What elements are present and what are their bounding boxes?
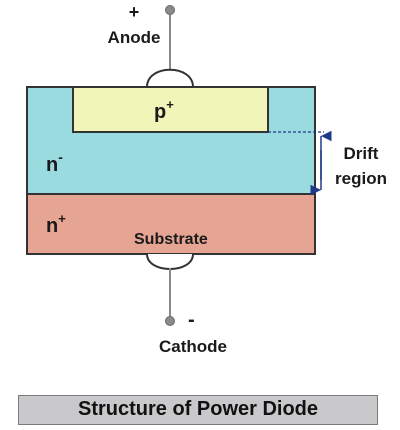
cathode-contact bbox=[146, 253, 194, 270]
n-plus-substrate-layer bbox=[26, 193, 316, 255]
n-plus-label: n+ bbox=[46, 211, 66, 237]
diagram-caption: Structure of Power Diode bbox=[18, 395, 378, 425]
drift-region-label-line1: Drift bbox=[344, 144, 379, 163]
substrate-label: Substrate bbox=[134, 231, 208, 248]
p-plus-layer bbox=[72, 86, 269, 133]
anode-label: Anode bbox=[108, 28, 161, 47]
p-plus-label: p+ bbox=[154, 97, 174, 123]
cathode-label: Cathode bbox=[159, 337, 227, 356]
anode-polarity-sign: + bbox=[129, 2, 140, 22]
drift-region-label-line2: region bbox=[335, 169, 387, 188]
anode-terminal-dot bbox=[165, 5, 175, 15]
cathode-polarity-sign: - bbox=[188, 309, 195, 331]
n-minus-label: n- bbox=[46, 149, 63, 176]
cathode-terminal-dot bbox=[165, 316, 175, 326]
anode-contact bbox=[146, 68, 194, 88]
